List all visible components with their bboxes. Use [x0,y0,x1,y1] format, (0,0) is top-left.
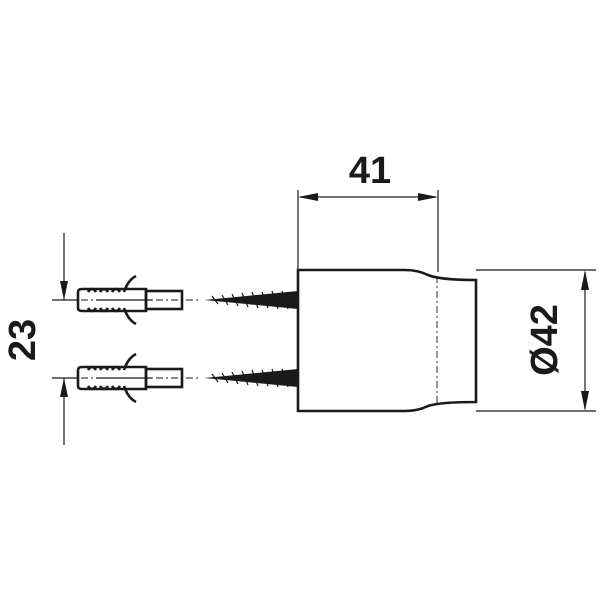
screw-bottom [204,368,298,388]
screw-top [204,290,298,310]
width-dimension-label: 41 [349,150,391,192]
diameter-dimension-label: Ø42 [524,304,566,376]
spacing-dimension: 23 [2,233,78,445]
mounting-body [296,268,478,413]
diameter-dimension: Ø42 [476,269,596,412]
wall-plug-bottom [66,352,200,404]
spacing-dimension-label: 23 [2,319,44,361]
wall-plug-top [66,274,200,326]
width-dimension: 41 [297,150,439,272]
